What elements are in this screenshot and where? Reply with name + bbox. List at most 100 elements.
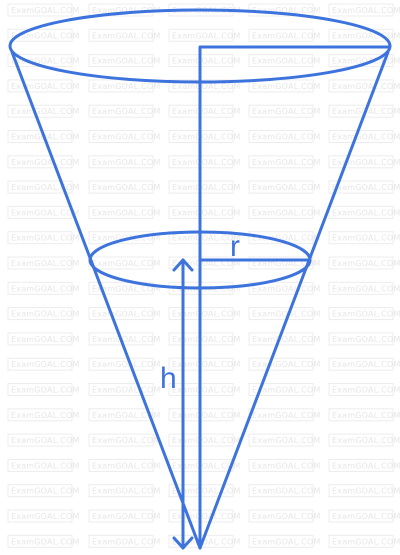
- watermark-text: ExamGOAL.COM: [332, 259, 400, 268]
- watermark-box: [328, 130, 394, 143]
- watermark-box: [328, 534, 394, 548]
- watermark-text: ExamGOAL.COM: [11, 6, 80, 15]
- watermark-text: ExamGOAL.COM: [252, 57, 321, 66]
- watermark-box: [7, 484, 73, 498]
- watermark-text: ExamGOAL.COM: [172, 310, 241, 319]
- watermark-box: [248, 205, 314, 219]
- watermark-text: ExamGOAL.COM: [252, 335, 321, 344]
- watermark-box: [7, 79, 73, 93]
- watermark-box: [88, 458, 154, 472]
- watermark-text: ExamGOAL.COM: [92, 107, 161, 116]
- watermark-text: ExamGOAL.COM: [332, 284, 400, 293]
- watermark-text: ExamGOAL.COM: [252, 310, 321, 319]
- watermark-box: [248, 357, 314, 371]
- watermark-box: [328, 281, 394, 295]
- watermark-text: ExamGOAL.COM: [11, 411, 80, 420]
- watermark-box: [248, 155, 314, 169]
- watermark-text: ExamGOAL.COM: [252, 537, 321, 546]
- watermark-box: [248, 104, 314, 118]
- watermark-text: ExamGOAL.COM: [92, 461, 161, 470]
- watermark-text: ExamGOAL.COM: [332, 6, 400, 15]
- watermark-box: [248, 231, 314, 245]
- watermark-text: ExamGOAL.COM: [92, 82, 161, 91]
- watermark-text: ExamGOAL.COM: [332, 82, 400, 91]
- watermark-box: [328, 433, 394, 447]
- watermark-text: ExamGOAL.COM: [172, 360, 241, 369]
- watermark-text: ExamGOAL.COM: [252, 386, 321, 395]
- watermark-box: [88, 130, 154, 143]
- watermark-text: ExamGOAL.COM: [11, 512, 80, 521]
- watermark-text: ExamGOAL.COM: [252, 208, 321, 217]
- watermark-text: ExamGOAL.COM: [92, 57, 161, 66]
- watermark-text: ExamGOAL.COM: [332, 31, 400, 40]
- height-arrow-top-head: [172, 258, 194, 272]
- watermark-text: ExamGOAL.COM: [332, 183, 400, 192]
- watermark-box: [248, 256, 314, 270]
- watermark-box: [88, 357, 154, 371]
- height-label: h: [160, 362, 177, 395]
- watermark-box: [328, 509, 394, 523]
- watermark-text: ExamGOAL.COM: [172, 436, 241, 445]
- watermark-box: [7, 104, 73, 118]
- watermark-text: ExamGOAL.COM: [252, 512, 321, 521]
- watermark-box: [7, 130, 73, 143]
- watermark-text: ExamGOAL.COM: [332, 57, 400, 66]
- watermark-text: ExamGOAL.COM: [11, 487, 80, 496]
- watermark-text: ExamGOAL.COM: [332, 234, 400, 243]
- cone-left-side: [10, 50, 202, 550]
- watermark-box: [248, 28, 314, 42]
- watermark-text: ExamGOAL.COM: [172, 57, 241, 66]
- watermark-text: ExamGOAL.COM: [11, 386, 80, 395]
- watermark-box: [7, 357, 73, 371]
- watermark-text: ExamGOAL.COM: [332, 487, 400, 496]
- watermark-text: ExamGOAL.COM: [332, 310, 400, 319]
- watermark-text: ExamGOAL.COM: [252, 360, 321, 369]
- watermark-box: [88, 231, 154, 245]
- watermark-text: ExamGOAL.COM: [11, 259, 80, 268]
- watermark-box: [328, 3, 394, 17]
- watermark-text: ExamGOAL.COM: [92, 386, 161, 395]
- watermark-text: ExamGOAL.COM: [11, 284, 80, 293]
- watermark-text: ExamGOAL.COM: [172, 234, 241, 243]
- watermark-box: [7, 28, 73, 42]
- watermark-text: ExamGOAL.COM: [172, 31, 241, 40]
- watermark-text: ExamGOAL.COM: [252, 183, 321, 192]
- watermark-text: ExamGOAL.COM: [252, 31, 321, 40]
- watermark-text: ExamGOAL.COM: [332, 360, 400, 369]
- watermark-box: [7, 180, 73, 194]
- watermark-text: ExamGOAL.COM: [11, 158, 80, 167]
- watermark-text: ExamGOAL.COM: [172, 537, 241, 546]
- watermark-text: ExamGOAL.COM: [172, 259, 241, 268]
- watermark-box: [248, 130, 314, 143]
- watermark-box: [88, 509, 154, 523]
- watermark-box: [88, 408, 154, 422]
- watermark-text: ExamGOAL.COM: [11, 537, 80, 546]
- watermark-box: [88, 484, 154, 498]
- watermark-box: [7, 408, 73, 422]
- watermark-text: ExamGOAL.COM: [172, 82, 241, 91]
- watermark-text: ExamGOAL.COM: [92, 360, 161, 369]
- watermark-box: [248, 307, 314, 321]
- watermark-text: ExamGOAL.COM: [332, 436, 400, 445]
- watermark-text: ExamGOAL.COM: [11, 436, 80, 445]
- watermark-box: [7, 332, 73, 346]
- watermark-box: [88, 433, 154, 447]
- watermark-text: ExamGOAL.COM: [172, 512, 241, 521]
- watermark-text: ExamGOAL.COM: [332, 411, 400, 420]
- watermark-text: ExamGOAL.COM: [252, 436, 321, 445]
- watermark-box: [328, 383, 394, 396]
- watermark-text: ExamGOAL.COM: [332, 512, 400, 521]
- watermark-box: [7, 231, 73, 245]
- watermark-text: ExamGOAL.COM: [92, 537, 161, 546]
- watermark-text: ExamGOAL.COM: [92, 487, 161, 496]
- watermark-text: ExamGOAL.COM: [11, 183, 80, 192]
- watermark-text: ExamGOAL.COM: [92, 411, 161, 420]
- watermark-box: [88, 383, 154, 396]
- watermark-box: [88, 155, 154, 169]
- watermark-box: [88, 104, 154, 118]
- watermark-text: ExamGOAL.COM: [92, 158, 161, 167]
- watermark-text: ExamGOAL.COM: [252, 234, 321, 243]
- watermark-text: ExamGOAL.COM: [92, 310, 161, 319]
- watermark-box: [88, 180, 154, 194]
